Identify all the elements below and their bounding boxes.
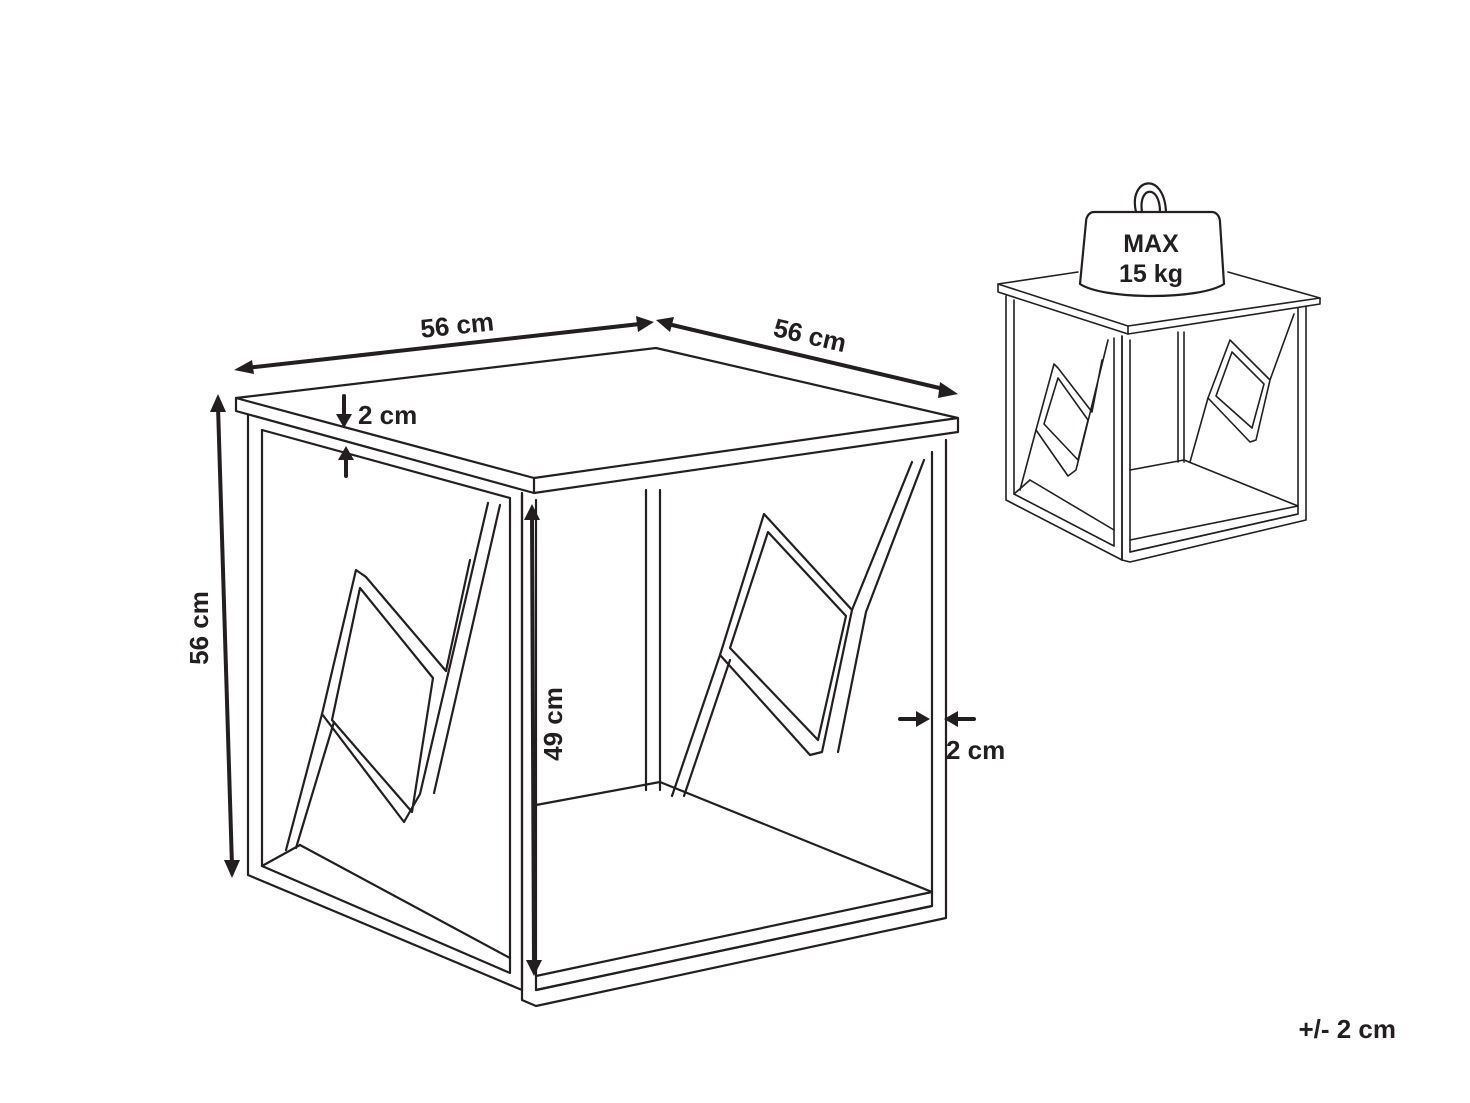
front-frame [520,438,948,1008]
left-side-frame [246,413,524,992]
side-table-drawing [234,346,960,1008]
label-top-thickness: 2 cm [358,400,417,430]
load-capacity-illustration: MAX 15 kg [997,182,1321,563]
label-width-top: 56 cm [419,306,495,344]
tolerance-label: +/- 2 cm [1298,1014,1396,1044]
weight-icon: MAX 15 kg [1078,182,1226,298]
label-inner-height: 49 cm [538,687,568,761]
label-height-total: 56 cm [184,591,214,665]
label-frame-thickness: 2 cm [946,735,1005,765]
dimension-arrows [210,316,976,976]
load-max-label: MAX [1123,230,1179,258]
load-weight-label: 15 kg [1119,260,1183,288]
